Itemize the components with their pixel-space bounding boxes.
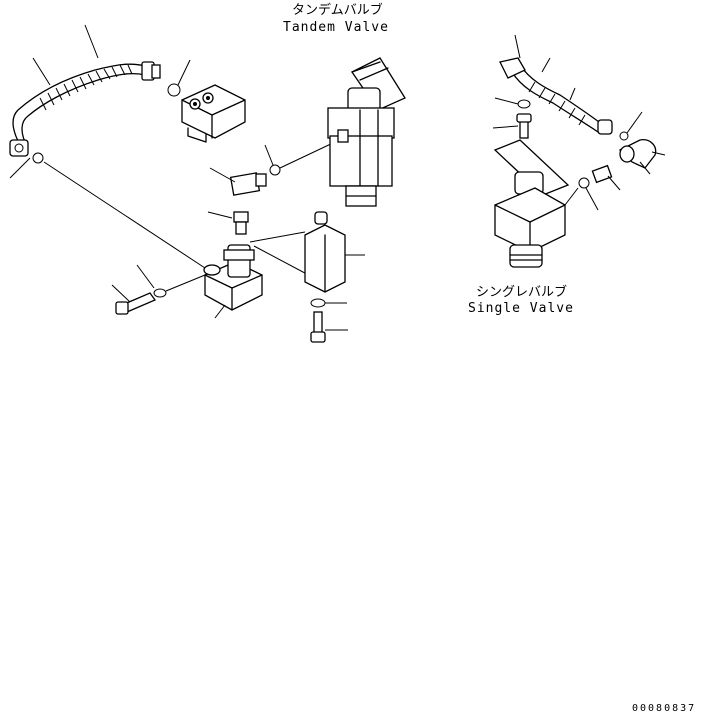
port-block — [181, 84, 246, 143]
bolt-right — [492, 97, 532, 139]
single-valve — [493, 139, 579, 268]
elbow-fitting — [209, 141, 336, 196]
single-valve-jp-label: シングレバルブ — [476, 284, 567, 300]
hose-assembly-left — [9, 24, 206, 269]
drawing-number: 00080837 — [632, 703, 696, 714]
tandem-valve-label: Tandem Valve — [283, 20, 389, 35]
straight-fitting — [207, 211, 249, 235]
hose-assembly-right — [499, 34, 613, 135]
bolt-left — [111, 264, 206, 315]
o-ring-top — [167, 83, 181, 97]
elbow-right — [578, 111, 666, 211]
tandem-valve — [327, 57, 406, 207]
tandem-valve-jp-label: タンデムバルブ — [292, 2, 383, 18]
pressure-switch-block — [203, 231, 319, 319]
bracket — [304, 211, 365, 343]
single-valve-label: Single Valve — [468, 301, 574, 316]
